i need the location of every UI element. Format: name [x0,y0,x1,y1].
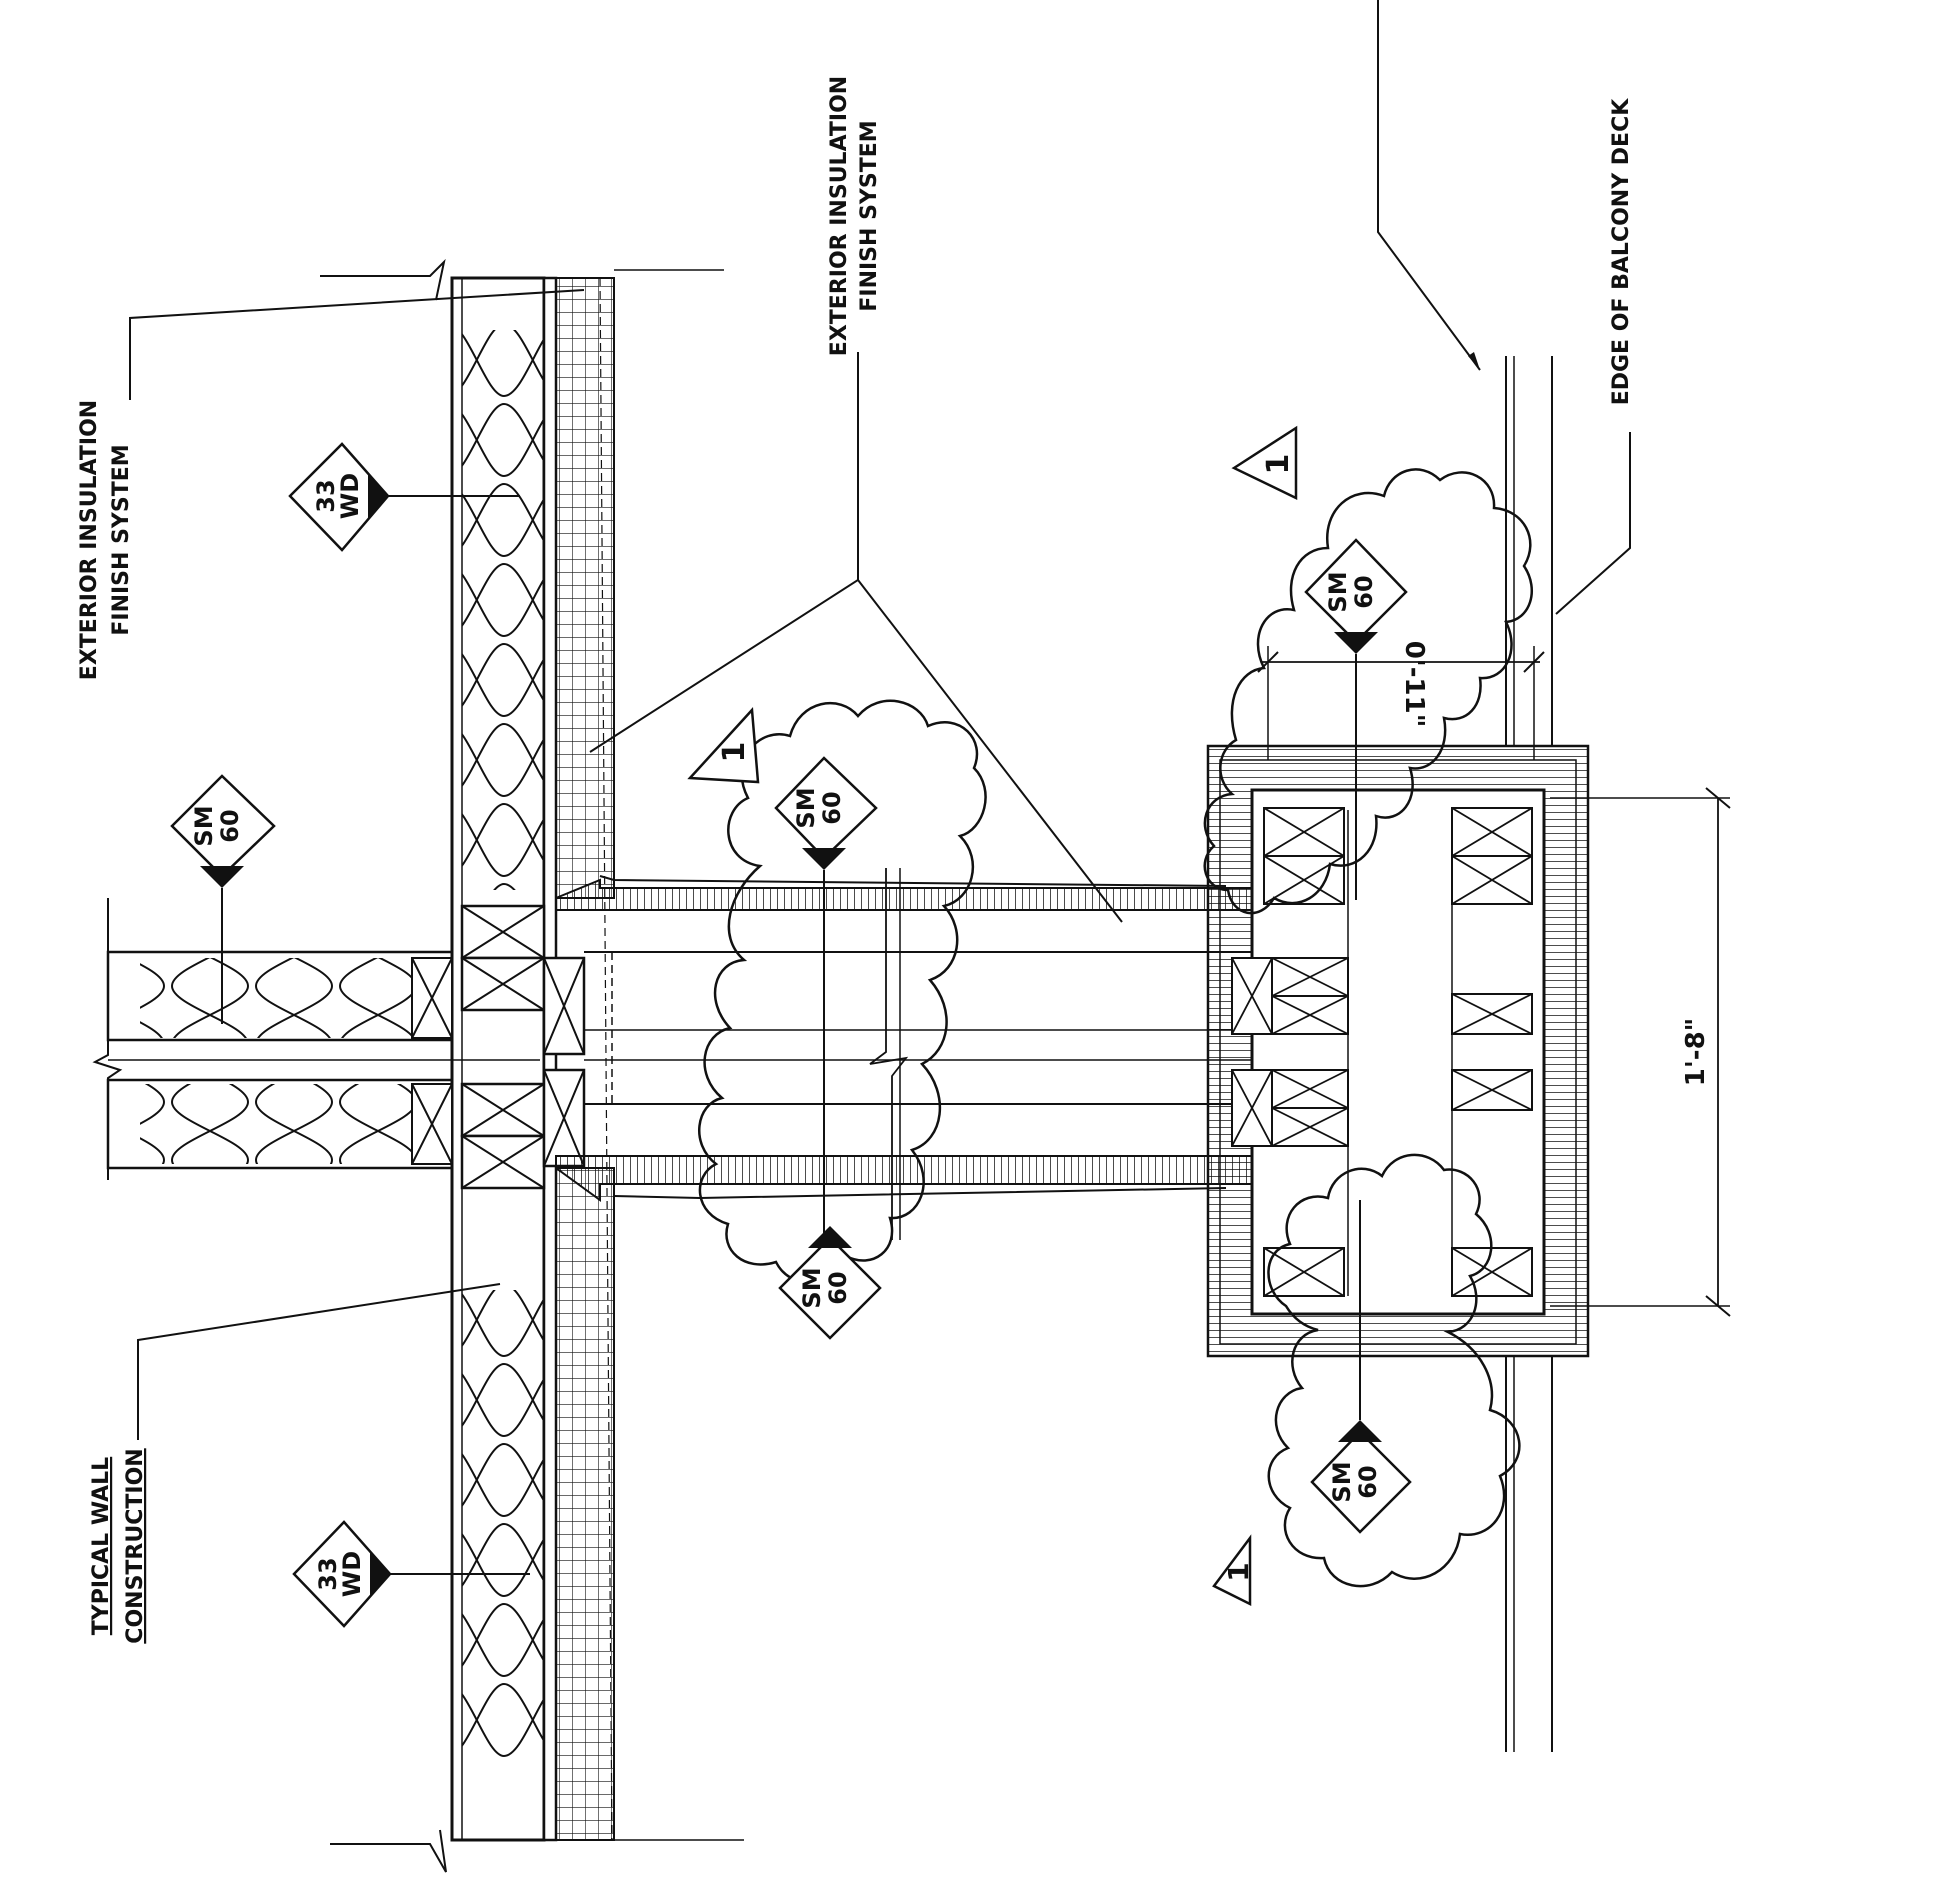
wall-type-tag: 33 WD [288,442,520,552]
typical-wall-line2: CONSTRUCTION [123,1448,148,1643]
sealant-tag: SM 60 [778,1226,882,1340]
sm-tag-number: 60 [824,1271,852,1304]
sm-tag-code: SM [1324,571,1352,612]
sm-tag-code: SM [792,787,820,828]
interior-partition [92,898,540,1180]
revision-number: 1 [1222,1562,1255,1581]
break-line-bottom [330,1829,447,1873]
batt-insulation-lower [462,1290,544,1760]
revision-triangles: 1 1 1 [687,425,1298,1607]
wall-type-tag: 33 WD [292,1520,530,1628]
partition-batt-lower [140,1084,412,1164]
revision-clouds [698,468,1533,1588]
sealant-tag: SM 60 [774,756,878,1240]
wall-tag-code: WD [338,1551,366,1597]
eifs-left-line1: EXTERIOR INSULATION [77,400,102,680]
balcony-deck-edge [1377,0,1553,1752]
sealant-tag: SM 60 [1310,1200,1412,1534]
label-eifs-center: EXTERIOR INSULATION FINISH SYSTEM [589,76,1123,923]
sm-tag-number: 60 [1350,575,1378,608]
revision-triangle: 1 [1231,425,1298,500]
eifs-left-line2: FINISH SYSTEM [109,444,134,635]
sm-tag-number: 60 [216,809,244,842]
sealant-tag: SM 60 [170,774,276,1024]
cloud-column-bottom [1267,1153,1521,1588]
sm-tag-number: 60 [818,791,846,824]
dimension-deck-offset: 0'-11" [1257,641,1545,760]
sm-tag-number: 60 [1354,1465,1382,1498]
cloud-arm [698,699,987,1284]
batt-insulation-upper [462,330,544,890]
sealant-tag: SM 60 [1304,538,1408,900]
eifs-center-line2: FINISH SYSTEM [857,120,882,311]
sheathing [542,276,558,1842]
typical-wall-line1: TYPICAL WALL [89,1457,114,1635]
balcony-column [1206,744,1590,1358]
eifs-layer-upper [555,277,615,899]
arm-break-symbol [869,868,909,1240]
wall-tag-number: 33 [312,479,340,512]
column-blocks [1231,807,1533,1297]
cloud-column-top [1203,468,1533,915]
label-typical-wall: TYPICAL WALL CONSTRUCTION [89,1283,501,1644]
label-eifs-left: EXTERIOR INSULATION FINISH SYSTEM [77,289,585,680]
revision-triangle: 1 [687,707,760,784]
sm-tag-code: SM [798,1267,826,1308]
revision-triangle: 1 [1212,1534,1255,1607]
break-line-top [320,258,446,301]
partition-batt-upper [140,958,412,1038]
label-balcony-edge: EDGE OF BALCONY DECK [1555,98,1634,615]
dimension-column-width: 1'-8" [1550,787,1731,1317]
revision-number: 1 [1261,454,1296,475]
dimension-text: 0'-11" [1399,641,1429,728]
main-wall-assembly [320,258,744,1873]
revision-number: 1 [717,742,752,763]
eifs-layer-lower [555,1167,615,1841]
wall-tag-code: WD [336,473,364,519]
sm-tag-code: SM [190,805,218,846]
intersection-posts [460,904,586,1190]
eifs-center-line1: EXTERIOR INSULATION [827,76,852,356]
sm-tag-code: SM [1328,1461,1356,1502]
dimension-text: 1'-8" [1681,1018,1711,1086]
balcony-edge-text: EDGE OF BALCONY DECK [1609,98,1634,406]
wall-tag-number: 33 [314,1557,342,1590]
